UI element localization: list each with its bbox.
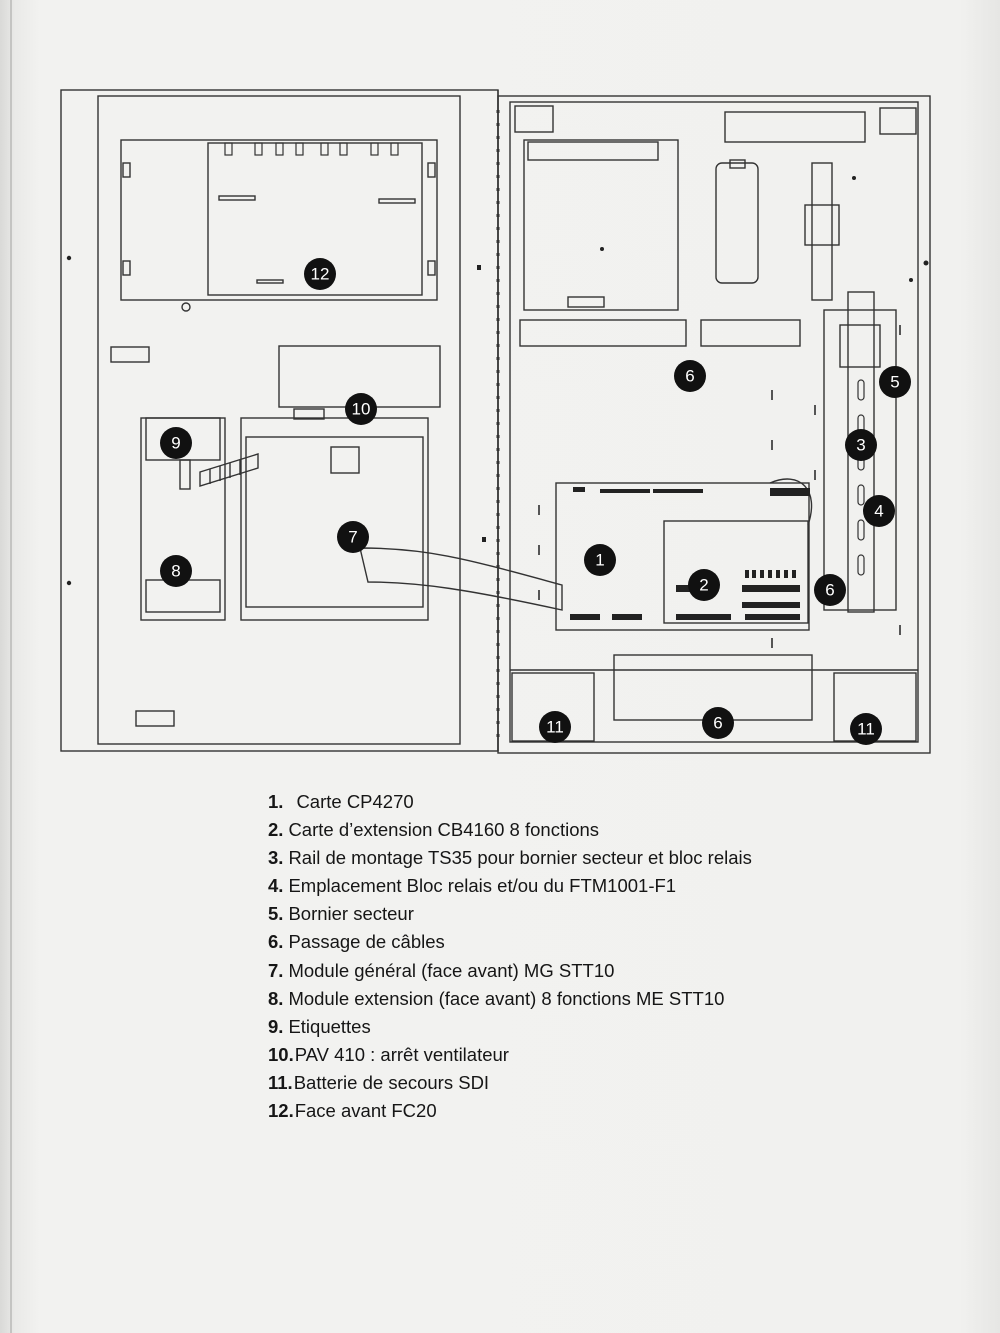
svg-text:2: 2 [699, 576, 708, 595]
svg-text:11: 11 [546, 718, 564, 737]
legend-number: 8. [268, 987, 284, 1009]
callout-6-right: 6 [814, 574, 846, 606]
legend-item: 5.Bornier secteur [268, 900, 968, 928]
cabinet-layout-diagram: 1 2 3 4 5 6 6 6 7 8 9 10 11 11 12 [60, 89, 931, 754]
svg-text:6: 6 [825, 581, 834, 600]
legend-number: 5. [268, 903, 284, 925]
legend-number: 9. [268, 1015, 284, 1037]
cabinet-inner [509, 101, 919, 743]
callout-10: 10 [345, 393, 377, 425]
legend-text: Module extension (face avant) 8 fonction… [288, 987, 725, 1009]
callout-1: 1 [584, 544, 616, 576]
legend-text: Carte CP4270 [296, 791, 414, 812]
legend-item: 12.Face avant FC20 [268, 1097, 968, 1125]
cp4270-board [555, 482, 810, 631]
door-frame [60, 89, 499, 752]
svg-text:9: 9 [171, 434, 180, 453]
svg-text:6: 6 [685, 367, 694, 386]
svg-text:8: 8 [171, 562, 180, 581]
svg-text:4: 4 [874, 502, 883, 521]
legend-text: Batterie de secours SDI [293, 1071, 490, 1093]
fc20-front-panel [120, 139, 438, 301]
power-board [523, 139, 679, 311]
svg-text:12: 12 [311, 265, 330, 284]
svg-text:1: 1 [595, 551, 604, 570]
callout-5: 5 [879, 366, 911, 398]
callout-11-left: 11 [539, 711, 571, 743]
svg-text:7: 7 [348, 528, 357, 547]
legend-item: 11.Batterie de secours SDI [268, 1069, 968, 1097]
svg-text:5: 5 [890, 373, 899, 392]
legend-number: 1. [268, 791, 284, 812]
legend-number: 3. [268, 847, 284, 869]
legend-number: 6. [268, 931, 284, 953]
legend-number: 7. [268, 959, 284, 981]
legend-text: Module général (face avant) MG STT10 [288, 959, 615, 981]
legend-item: 10.PAV 410 : arrêt ventilateur [268, 1041, 968, 1069]
callout-2: 2 [688, 569, 720, 601]
svg-text:10: 10 [352, 400, 371, 419]
legend-item: 8.Module extension (face avant) 8 foncti… [268, 985, 968, 1013]
callout-7: 7 [337, 521, 369, 553]
callout-3: 3 [845, 429, 877, 461]
svg-text:11: 11 [857, 720, 875, 739]
component-legend: 1. Carte CP4270 2.Carte d’extension CB416… [268, 788, 968, 1125]
legend-item: 9.Etiquettes [268, 1013, 968, 1041]
legend-text: Passage de câbles [288, 931, 445, 953]
legend-item: 3.Rail de montage TS35 pour bornier sect… [268, 844, 968, 872]
callout-9: 9 [160, 427, 192, 459]
cb4160-board [663, 520, 809, 624]
legend-number: 2. [268, 819, 284, 841]
page-edge [10, 0, 12, 1333]
legend-item: 1. Carte CP4270 [268, 788, 968, 816]
legend-text: Emplacement Bloc relais et/ou du FTM1001… [288, 875, 677, 897]
callout-6-top: 6 [674, 360, 706, 392]
legend-number: 4. [268, 875, 284, 897]
legend-item: 6.Passage de câbles [268, 928, 968, 956]
legend-text: Bornier secteur [288, 903, 414, 925]
legend-item: 2.Carte d’extension CB4160 8 fonctions [268, 816, 968, 844]
svg-text:6: 6 [713, 714, 722, 733]
svg-text:3: 3 [856, 436, 865, 455]
legend-text: Etiquettes [288, 1015, 371, 1037]
legend-item: 7.Module général (face avant) MG STT10 [268, 957, 968, 985]
legend-item: 4.Emplacement Bloc relais et/ou du FTM10… [268, 872, 968, 900]
callout-8: 8 [160, 555, 192, 587]
legend-text: Carte d’extension CB4160 8 fonctions [288, 819, 600, 841]
callout-6-bottom: 6 [702, 707, 734, 739]
din-rail-top [811, 162, 833, 301]
legend-text: PAV 410 : arrêt ventilateur [294, 1043, 509, 1065]
legend-number: 12. [268, 1100, 294, 1122]
legend-text: Rail de montage TS35 pour bornier secteu… [288, 847, 752, 869]
legend-number: 11. [268, 1071, 293, 1093]
callout-11-right: 11 [850, 713, 882, 745]
ribbon-cable [359, 547, 563, 611]
callout-12: 12 [304, 258, 336, 290]
door-inner-panel [97, 95, 461, 745]
legend-number: 10. [268, 1043, 294, 1065]
mg-stt10-module [240, 417, 429, 621]
legend-text: Face avant FC20 [294, 1100, 437, 1122]
callout-4: 4 [863, 495, 895, 527]
